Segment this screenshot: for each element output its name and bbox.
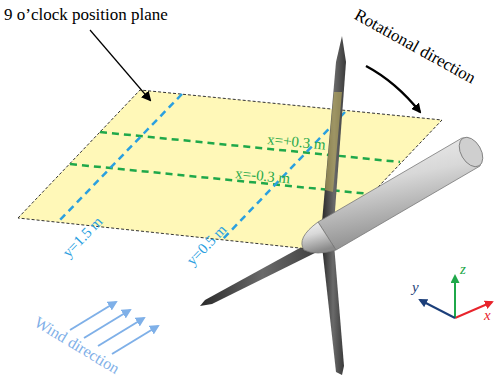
- blade-in-plane: [325, 92, 342, 192]
- rotation-arrow: [366, 66, 420, 112]
- leader-arrow: [90, 30, 150, 100]
- y-line: [58, 94, 182, 222]
- axis-label: z: [460, 262, 466, 277]
- plane-label: 9 o’clock position plane: [4, 6, 168, 23]
- wind-arrow: [70, 302, 116, 330]
- blade: [322, 244, 344, 375]
- nacelle: [318, 138, 482, 250]
- rotation-label: Rotational direction: [352, 6, 479, 87]
- wind-arrow: [84, 310, 130, 338]
- wind-arrow: [112, 326, 158, 354]
- axis-label: x: [484, 308, 491, 323]
- wind-arrow: [98, 318, 144, 346]
- z-axis: [454, 276, 456, 318]
- blade: [322, 36, 346, 224]
- axis-label: y: [412, 280, 419, 295]
- nacelle-end: [454, 133, 487, 171]
- hub: [302, 222, 336, 253]
- x-line: [100, 132, 400, 162]
- y-axis: [420, 300, 455, 318]
